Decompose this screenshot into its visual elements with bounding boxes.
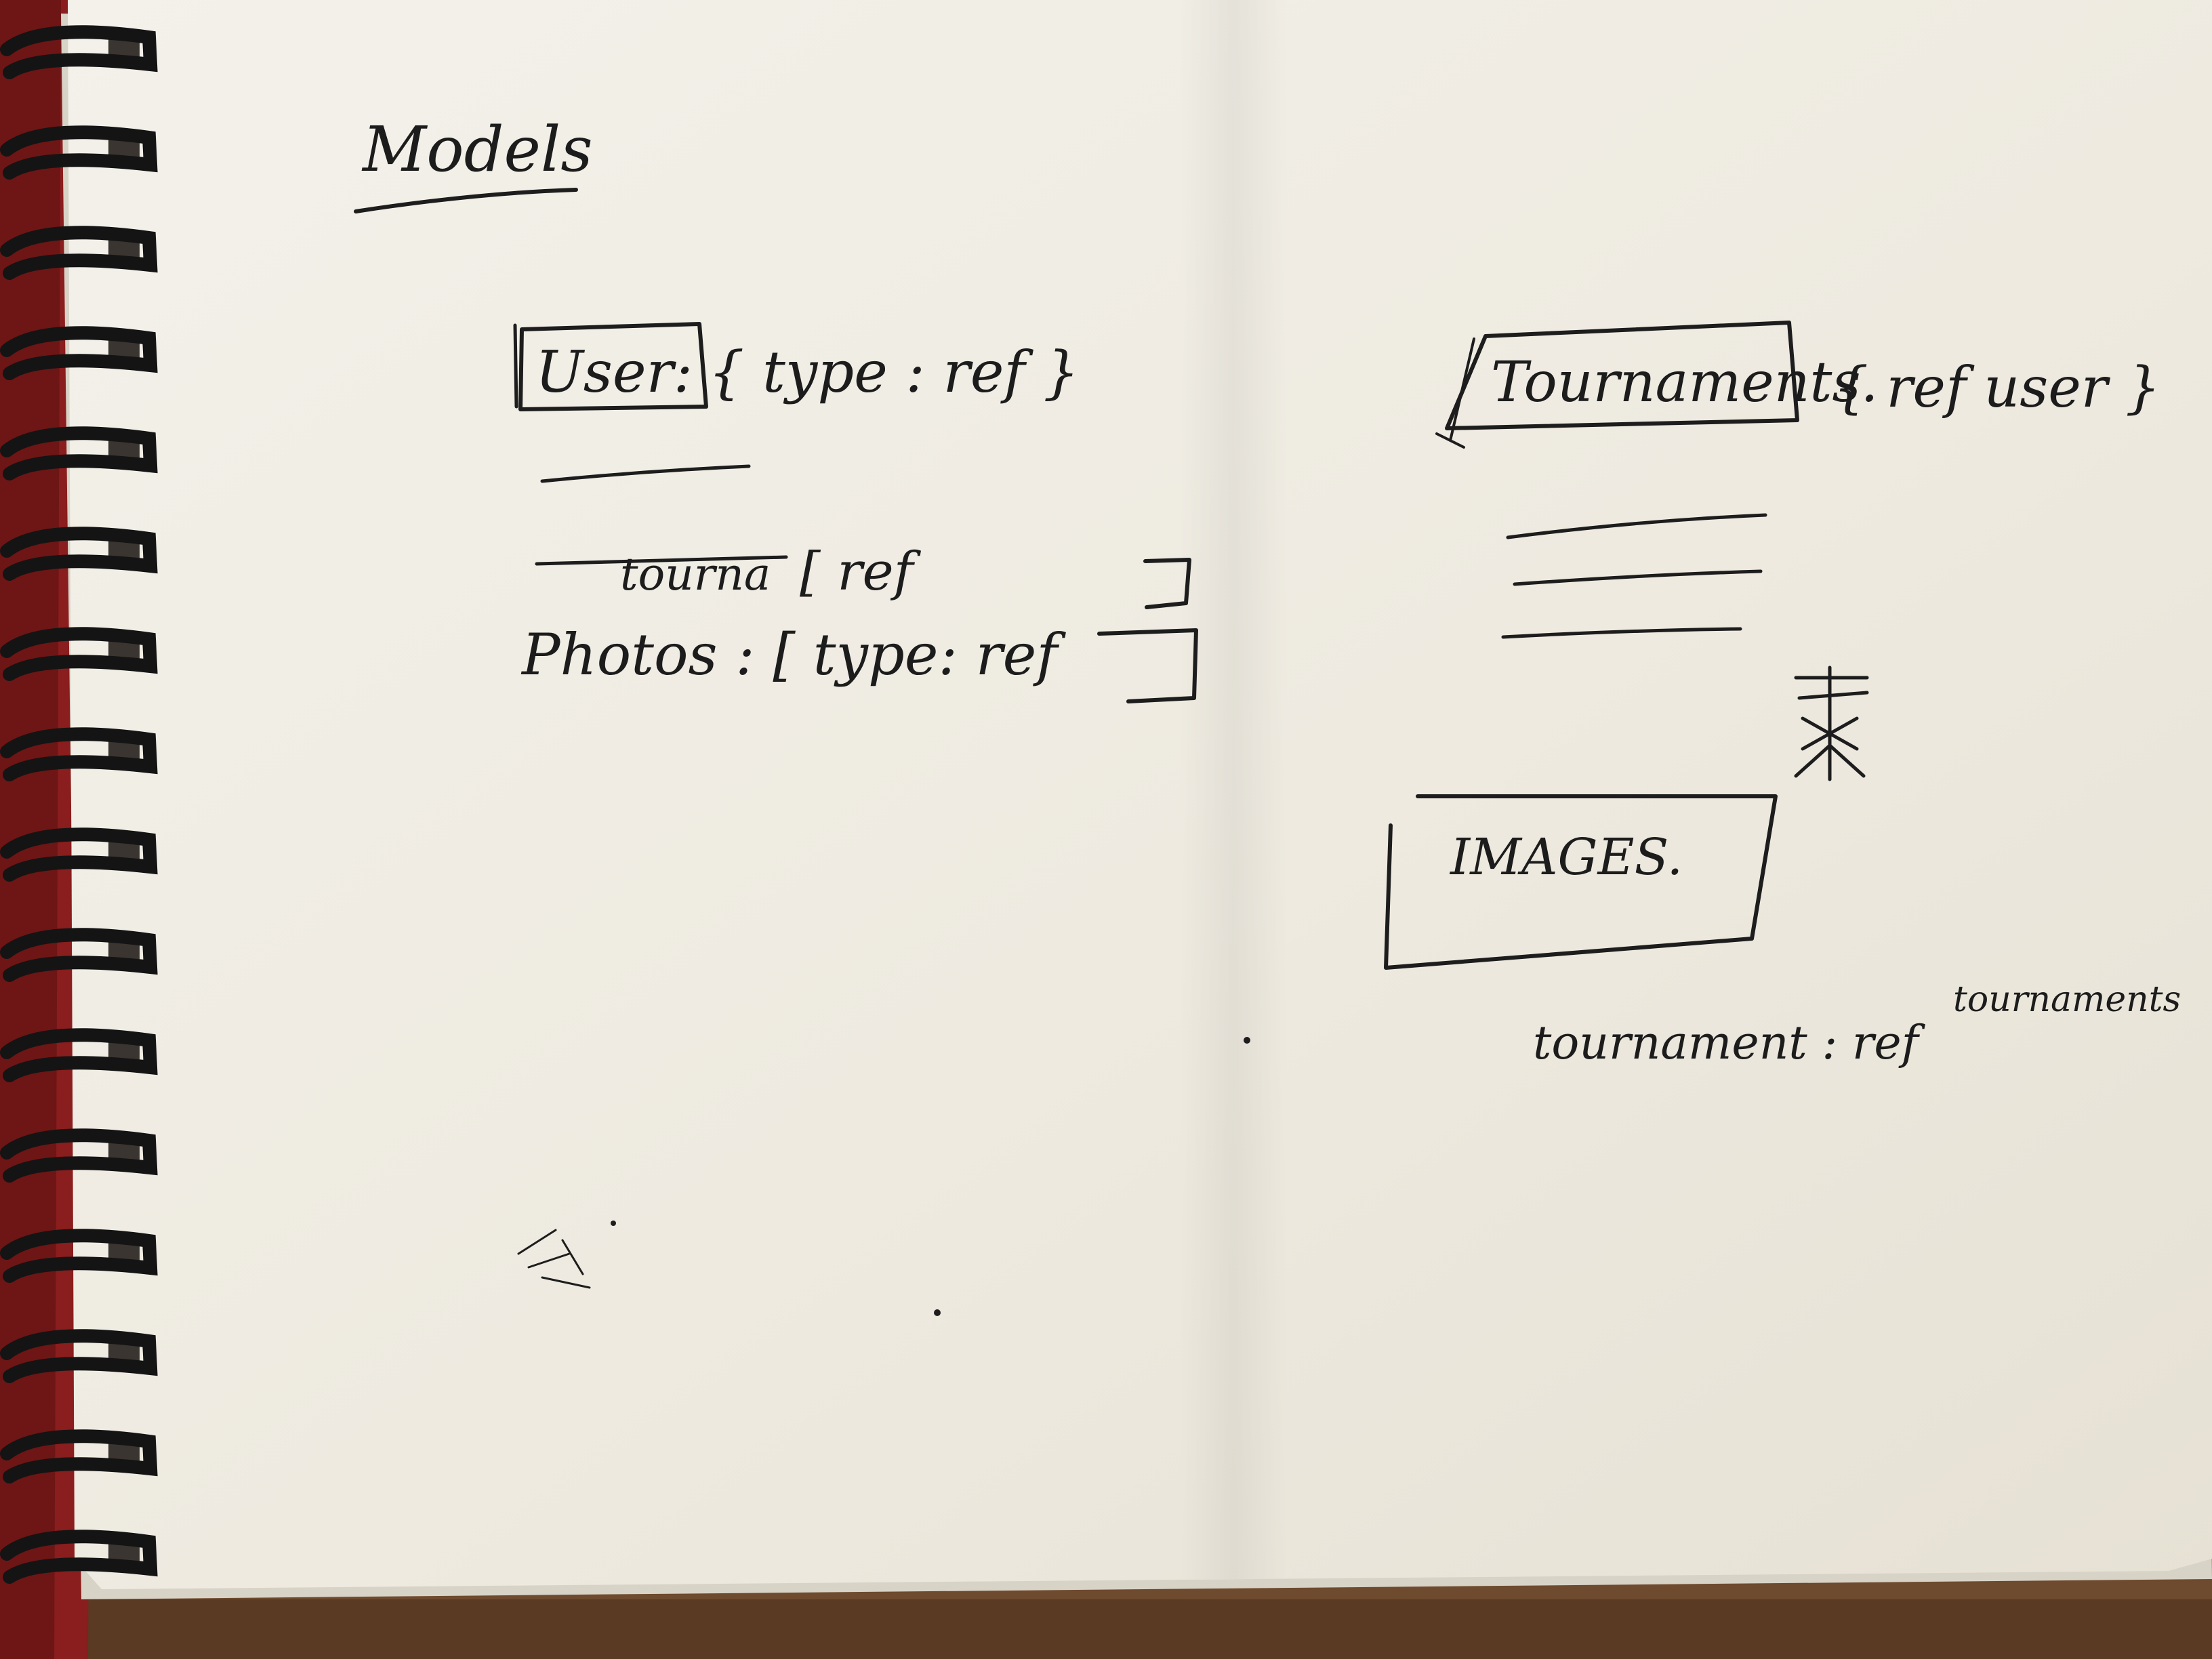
user-struck-field-name: tourna [620, 548, 771, 600]
binding-ring [0, 1128, 158, 1183]
tournament-field-line-1 [1506, 513, 1767, 539]
binding-ring [0, 25, 158, 79]
binding-ring [0, 125, 158, 180]
user-photos-bracket [1097, 628, 1198, 703]
user-field-line [540, 464, 751, 483]
user-struck-field-bracket [1143, 558, 1191, 609]
binding-ring [0, 326, 158, 380]
strikethrough-line [535, 555, 788, 566]
tournament-box-corner-stroke [1435, 337, 1475, 449]
binding-ring [0, 928, 158, 982]
binding-ring [0, 1530, 158, 1584]
binding-ring [0, 727, 158, 781]
table-edge [0, 1599, 2212, 1659]
binding-ring [0, 226, 158, 280]
user-struck-field-value: [ ref [800, 541, 922, 602]
tournament-field-line-3 [1501, 627, 1742, 639]
binding-ring [0, 426, 158, 480]
tournament-ref-definition: { ref user } [1833, 356, 2160, 420]
spiral-binding [0, 25, 158, 1584]
relationship-connector [1794, 665, 1869, 781]
images-model-box [1384, 794, 1778, 970]
binding-ring [0, 1028, 158, 1082]
title-underline [354, 188, 578, 213]
images-tournament-target: tournaments [1953, 979, 2181, 1020]
binding-ring [0, 1229, 158, 1283]
user-type-definition: { type : ref } [708, 339, 1080, 405]
tournament-model-label: Tournaments. [1491, 350, 1879, 415]
user-photos-field: Photos : [ type: ref [520, 621, 1066, 688]
stray-pen-marks [517, 1229, 591, 1289]
ink-dot [1244, 1037, 1250, 1044]
binding-ring [0, 527, 158, 581]
binding-ring [0, 627, 158, 681]
user-model-box [518, 322, 708, 411]
images-model-label: IMAGES. [1449, 828, 1683, 886]
tournament-field-line-2 [1513, 569, 1763, 586]
binding-ring [0, 1429, 158, 1483]
page-title: Models [361, 113, 593, 186]
binding-ring [0, 1329, 158, 1383]
ink-dot [611, 1221, 616, 1226]
user-model-label: User: [535, 339, 693, 405]
binding-ring [0, 827, 158, 882]
user-box-left-stroke [513, 323, 518, 409]
page-fold [1179, 0, 1288, 1579]
notebook-page [68, 0, 2212, 1589]
images-tournament-field: tournament : ref [1533, 1017, 1926, 1070]
ink-dot [934, 1309, 941, 1316]
